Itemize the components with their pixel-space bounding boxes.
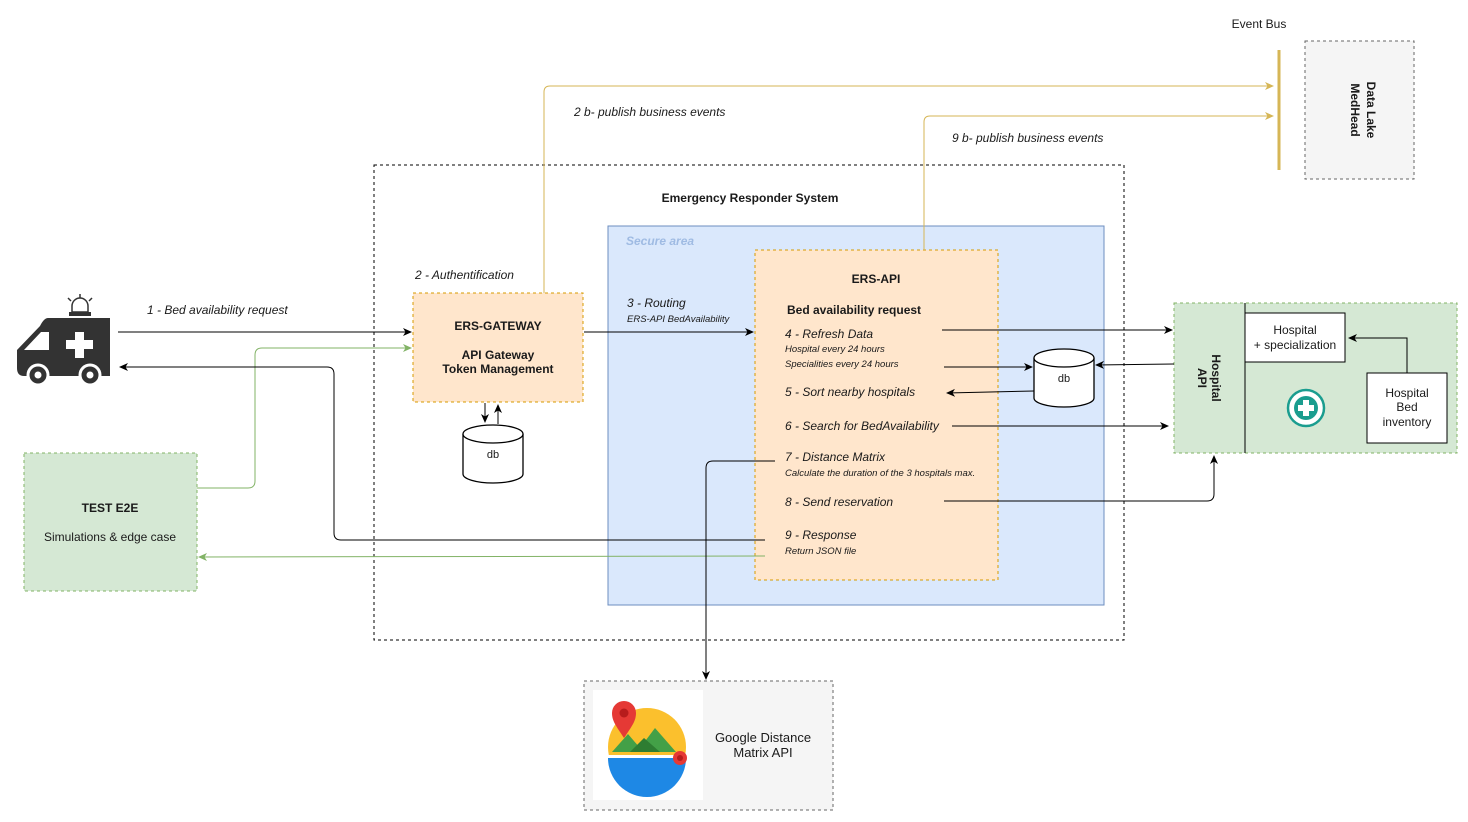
step-response-note: Return JSON file <box>785 546 856 557</box>
hospital-api-label: Hospital API <box>1195 354 1223 401</box>
response-to-ambulance-arrow <box>119 363 765 541</box>
step-refresh-note-specialities: Specialities every 24 hours <box>785 359 899 370</box>
event-bus-label: Event Bus <box>1232 17 1287 31</box>
ers-api-db-label: db <box>1058 373 1070 385</box>
step-refresh-data: 4 - Refresh Data <box>785 327 873 341</box>
hospital-inventory-line2: Bed <box>1396 400 1417 414</box>
test-e2e-title: TEST E2E <box>82 501 139 515</box>
gateway-db-label: db <box>487 449 499 461</box>
google-maps-icon <box>608 701 687 797</box>
google-api-line1: Google Distance <box>715 730 811 745</box>
hospital-specialization-line1: Hospital <box>1273 323 1316 337</box>
publish-9b-label: 9 b- publish business events <box>952 131 1103 145</box>
step-distance-matrix: 7 - Distance Matrix <box>785 450 886 464</box>
data-lake-box <box>1304 40 1415 180</box>
db-to-sort-arrow <box>946 388 1035 397</box>
ambulance-icon <box>17 294 110 387</box>
test-to-gateway-arrow <box>197 344 412 489</box>
hospital-inventory-line3: inventory <box>1383 415 1432 429</box>
hospital-bed-inventory-box[interactable] <box>1366 372 1448 444</box>
data-lake-line2: MedHead <box>1348 83 1362 136</box>
siren-icon <box>67 294 93 316</box>
hospital-api-line1: Hospital <box>1209 354 1223 401</box>
ers-system-boundary <box>373 164 1125 641</box>
step-refresh-note-hospital: Hospital every 24 hours <box>785 344 885 355</box>
ers-api-title: ERS-API <box>852 272 901 286</box>
ers-api-subtitle: Bed availability request <box>787 303 921 317</box>
step-send-reservation: 8 - Send reservation <box>785 495 893 509</box>
step-sort-hospitals: 5 - Sort nearby hospitals <box>785 385 915 399</box>
google-api-line2: Matrix API <box>733 745 792 760</box>
authentification-label: 2 - Authentification <box>414 268 514 282</box>
data-lake-line1: Data Lake <box>1364 82 1378 139</box>
hospital-api-line2: API <box>1195 368 1209 388</box>
bed-request-label: 1 - Bed availability request <box>147 303 288 317</box>
step-search-bed: 6 - Search for BedAvailability <box>785 419 940 433</box>
reservation-to-hospital-arrow <box>944 455 1218 502</box>
ers-system-title: Emergency Responder System <box>662 191 839 205</box>
step-response: 9 - Response <box>785 528 857 542</box>
ers-api-box[interactable] <box>754 249 999 581</box>
gateway-db-icon: db <box>462 424 524 484</box>
response-to-test-arrow <box>198 552 766 561</box>
ers-gateway-box[interactable] <box>412 292 584 403</box>
hospital-specialization-box[interactable] <box>1244 312 1346 363</box>
routing-note: ERS-API BedAvailability <box>627 314 731 325</box>
inventory-to-specialization-arrow <box>1348 334 1408 373</box>
publish-2b-label: 2 b- publish business events <box>573 105 725 119</box>
ers-gateway-line1: API Gateway <box>462 348 535 362</box>
hospital-inventory-line1: Hospital <box>1385 386 1428 400</box>
test-e2e-box[interactable] <box>23 452 198 592</box>
publish-9b-arrow <box>923 112 1274 250</box>
distance-to-google-arrow <box>702 460 775 680</box>
hospital-to-db-arrow <box>1095 360 1175 369</box>
secure-area-label: Secure area <box>626 234 694 248</box>
publish-2b-arrow <box>543 82 1274 293</box>
test-e2e-subtitle: Simulations & edge case <box>44 530 176 544</box>
medical-cross-icon <box>1286 388 1326 428</box>
routing-label: 3 - Routing <box>627 296 686 310</box>
ers-api-db-icon: db <box>1033 348 1095 408</box>
ers-gateway-line2: Token Management <box>442 362 553 376</box>
data-lake-label: Data Lake MedHead <box>1348 82 1378 139</box>
ers-gateway-title: ERS-GATEWAY <box>454 319 541 333</box>
hospital-specialization-line2: + specialization <box>1254 338 1336 352</box>
step-distance-note: Calculate the duration of the 3 hospital… <box>785 468 975 479</box>
